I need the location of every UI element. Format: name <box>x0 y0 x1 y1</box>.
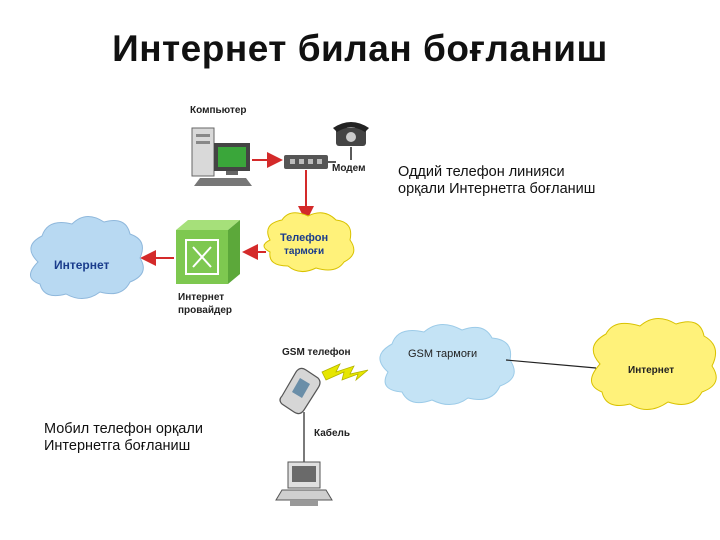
cable-label: Кабель <box>314 428 351 439</box>
phone-network-cloud <box>263 212 355 272</box>
mobile-caption-line1: Мобил телефон орқали <box>44 421 203 437</box>
mobile-caption: Мобил телефон орқали Интернетга боғланиш <box>44 421 203 455</box>
modem-icon <box>284 155 328 169</box>
mobile-caption-line2: Интернетга боғланиш <box>44 438 191 454</box>
phone-network-label-line2: тармоғи <box>284 246 325 257</box>
phone-network-label-line1: Телефон <box>280 232 329 244</box>
mobile-phone-icon <box>279 367 321 415</box>
provider-icon <box>176 220 240 284</box>
landline-caption-line1: Оддий телефон линияси <box>398 164 565 180</box>
provider-label-line1: Интернет <box>178 292 225 303</box>
gsm-phone-label: GSM телефон <box>282 347 351 358</box>
provider-label-line2: провайдер <box>178 305 232 316</box>
wireless-signal-icon <box>321 363 369 382</box>
landline-caption: Оддий телефон линияси орқали Интернетга … <box>398 164 595 198</box>
internet-label-2: Интернет <box>628 365 675 376</box>
internet-label-1: Интернет <box>54 258 110 272</box>
computer-label: Компьютер <box>190 105 247 116</box>
landline-caption-line2: орқали Интернетга боғланиш <box>398 181 596 197</box>
internet-cloud-2 <box>591 318 717 410</box>
internet-cloud-1 <box>30 216 144 299</box>
modem-label: Модем <box>332 163 366 174</box>
computer-icon <box>191 127 252 186</box>
gsm-network-label: GSM тармоғи <box>408 348 478 360</box>
computer-2-icon <box>275 461 333 506</box>
slide-title: Интернет билан боғланиш <box>112 28 608 69</box>
telephone-icon <box>333 122 369 146</box>
